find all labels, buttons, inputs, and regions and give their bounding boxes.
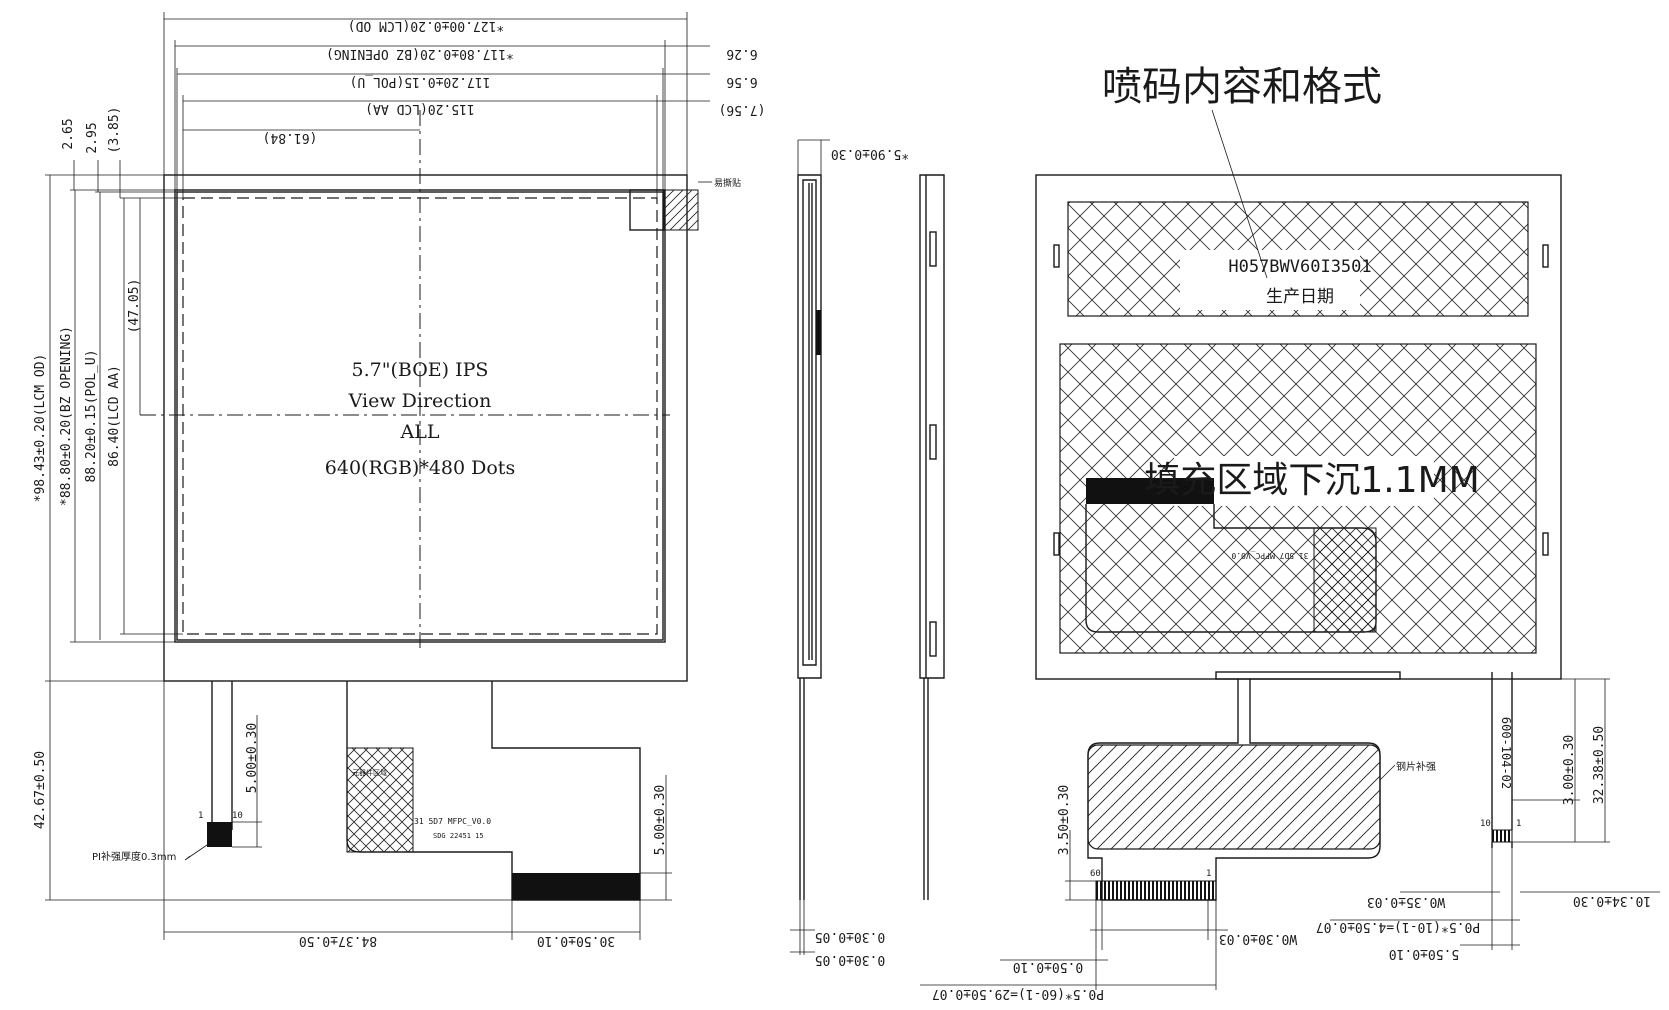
front-top-dimension-labels: *127.00±0.20(LCM OD) *117.80±0.20(BZ OPE… [263, 18, 766, 145]
part-number: 600-104-02 [1499, 717, 1513, 789]
dim-small-fpc-height: 32.38±0.50 [1592, 726, 1607, 804]
dim-pol-height: 88.20±0.15(POL_U) [84, 349, 99, 482]
dim-pitch-60: P0.5*(60-1)=29.50±0.07 [932, 986, 1104, 1001]
front-left-small-labels: 2.65 2.95 (3.85) [61, 107, 122, 154]
black-mark [1086, 478, 1214, 504]
back-pin1: 1 [1206, 869, 1211, 879]
fpc-gold-fingers-10 [1491, 829, 1513, 843]
front-fpc-labels: 1 10 5.00±0.30 PI补强厚度0.3mm 元器件区域 31 5D7 … [92, 723, 668, 948]
front-view [45, 12, 712, 940]
dim-top-margin-3: (3.85) [107, 107, 122, 154]
dim-lcm-od-height: *98.43±0.20(LCM OD) [33, 354, 48, 503]
dim-finger-width-10: W0.35±0.03 [1367, 894, 1445, 909]
side-profile-a [797, 174, 822, 679]
dim-top-margin-2: 2.95 [85, 122, 100, 153]
fpc-left-pin10: 10 [232, 811, 243, 821]
fpc-main-date: SDG 22451 15 [433, 832, 484, 840]
tape-label: 易撕贴 [714, 177, 741, 189]
dim-thickness: *5.90±0.30 [831, 146, 909, 161]
fpc-gold-fingers-60 [1095, 880, 1217, 901]
dim-fpc-height: 42.67±0.50 [33, 751, 48, 829]
component-area [346, 747, 414, 853]
lcm-outline [163, 174, 688, 682]
dim-lcd-aa-height: 86.40(LCD AA) [107, 365, 122, 467]
dim-finger-edge: 0.50±0.10 [1013, 959, 1083, 974]
production-date-label: 生产日期 [1266, 287, 1334, 307]
dim-right-margin-2: 6.56 [726, 74, 757, 89]
tape-hatch [663, 189, 699, 231]
dim-center-offset-y: (47.05) [127, 279, 142, 334]
back-pin10: 10 [1480, 819, 1491, 829]
fill-area-label: 填充区域下沉1.1MM [1144, 460, 1479, 501]
dim-right-margin-1: 6.26 [726, 46, 757, 61]
print-code: H057BWV60I3501 [1228, 257, 1371, 277]
fpc-contacts [512, 873, 640, 900]
back-view-labels: 喷码内容和格式 H057BWV60I3501 生产日期 填充区域下沉1.1MM … [932, 64, 1651, 1001]
dim-small-fpc-offset: 10.34±0.30 [1573, 893, 1651, 908]
front-left-dimension-labels: *98.43±0.20(LCM OD) *88.80±0.20(BZ OPENI… [33, 279, 142, 830]
dim-pitch-10: P0.5*(10-1)=4.50±0.07 [1316, 919, 1480, 934]
dim-bz-opening-height: *88.80±0.20(BZ OPENING) [59, 326, 74, 506]
dim-small-fpc-width: 5.50±0.10 [1389, 946, 1459, 961]
fpc-stiffener-pi [207, 822, 232, 847]
dim-fpc-width: 30.50±0.10 [537, 933, 615, 948]
dim-bz-opening-width: *117.80±0.20(BZ OPENING) [326, 46, 514, 61]
fpc-left-pin1: 1 [198, 811, 203, 821]
side-profile-b [919, 174, 945, 679]
side-view-labels: *5.90±0.30 0.30±0.05 0.30±0.05 [815, 146, 909, 967]
view-direction: View Direction [348, 390, 492, 412]
dim-lcd-aa-width: 115.20(LCD AA) [365, 101, 475, 116]
fpc-main-name: 31 5D7 MFPC_V0.0 [414, 817, 491, 826]
steel-stiffener-label: 钢片补强 [1396, 760, 1436, 773]
dim-fpc-offset: 84.37±0.50 [299, 933, 377, 948]
back-pin60: 60 [1090, 869, 1101, 879]
dim-finger-width-60: W0.30±0.03 [1219, 931, 1297, 946]
view-direction-value: ALL [400, 421, 440, 443]
dim-fpc-thickness-1: 0.30±0.05 [815, 929, 885, 944]
back-fpc-name: 31 5D7 MFPC_V0.0 [1231, 551, 1308, 560]
center-spec-text: 5.7"(BOE) IPS View Direction ALL 640(RGB… [325, 359, 515, 479]
dim-pol-width: 117.20±0.15(POL_U) [350, 74, 491, 89]
back-pin1b: 1 [1516, 819, 1521, 829]
dim-fpc-thickness-2: 0.30±0.05 [815, 952, 885, 967]
dim-right-margin-3: (7.56) [719, 102, 766, 117]
component-area-label: 元器件区域 [352, 768, 387, 777]
dim-small-fpc-length: 3.00±0.30 [1562, 735, 1577, 805]
dim-lcm-od-width: *127.00±0.20(LCM OD) [348, 18, 505, 33]
dim-top-margin-1: 2.65 [61, 118, 76, 149]
print-content-title: 喷码内容和格式 [1102, 64, 1382, 110]
back-view [920, 109, 1660, 990]
dim-fpc-finger-length: 3.50±0.30 [1057, 785, 1072, 855]
panel-size: 5.7"(BOE) IPS [352, 359, 489, 381]
steel-stiffener [1087, 744, 1381, 850]
stiffener-label: PI补强厚度0.3mm [92, 850, 176, 863]
resolution: 640(RGB)*480 Dots [325, 457, 515, 479]
fpc-left-length: 5.00±0.30 [245, 723, 260, 793]
fpc-main-length: 5.00±0.30 [653, 785, 668, 855]
dim-center-offset-x: (61.84) [263, 130, 318, 145]
side-view [790, 139, 945, 955]
